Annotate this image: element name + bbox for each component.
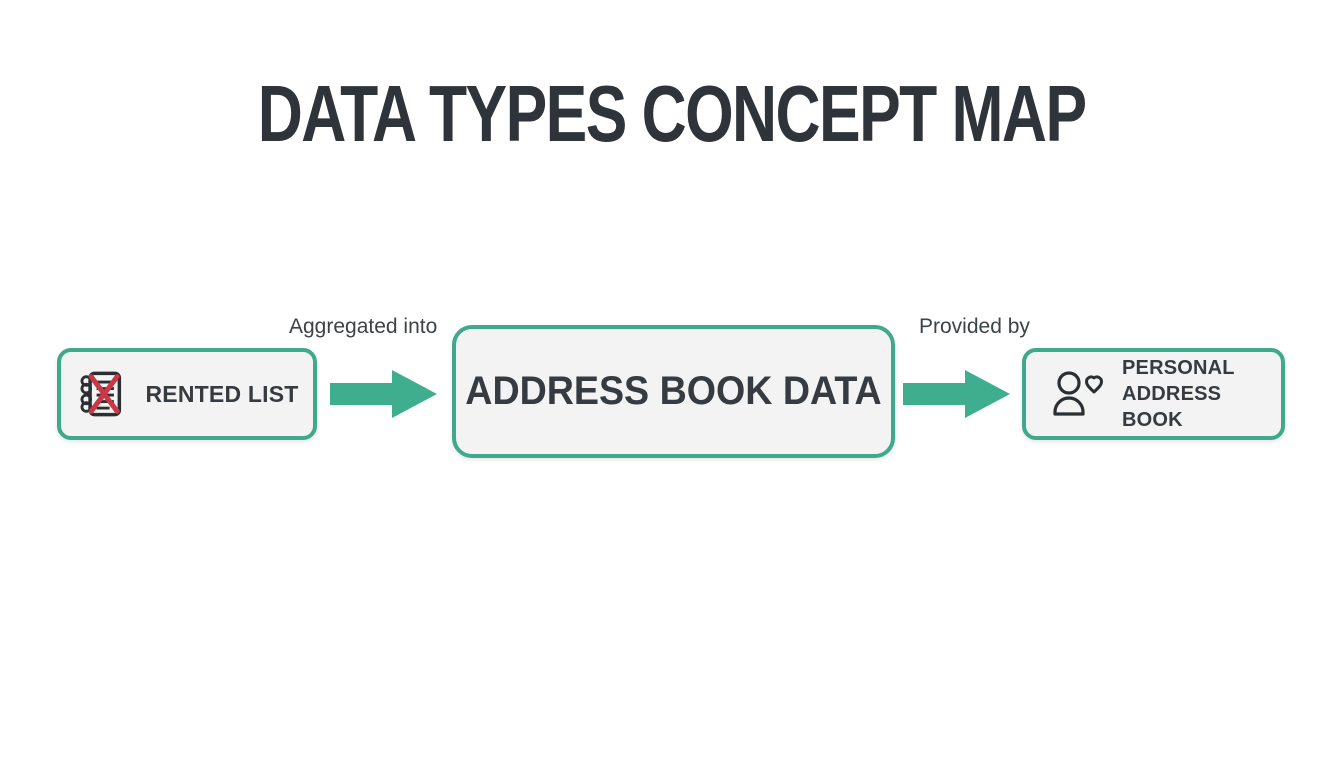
node-rented-list: RENTED LIST: [57, 348, 317, 440]
edge-label-aggregated-into: Aggregated into: [289, 315, 438, 338]
edge-label-provided-by: Provided by: [919, 315, 1030, 338]
right-arrow-icon: [903, 370, 1010, 418]
node-address-book-data: ADDRESS BOOK DATA: [452, 325, 895, 458]
node-rented-list-label: RENTED LIST: [145, 380, 299, 407]
node-personal-address-book: PERSONAL ADDRESS BOOK: [1022, 348, 1285, 440]
node-address-book-data-label: ADDRESS BOOK DATA: [465, 369, 882, 413]
page-title-text: DATA TYPES CONCEPT MAP: [258, 69, 1087, 158]
right-arrow-icon: [330, 370, 437, 418]
crossed-notebook-icon: [76, 368, 128, 420]
person-heart-icon: [1048, 367, 1108, 421]
page-title: DATA TYPES CONCEPT MAP: [0, 68, 1344, 160]
node-personal-address-book-label: PERSONAL ADDRESS BOOK: [1122, 357, 1235, 431]
